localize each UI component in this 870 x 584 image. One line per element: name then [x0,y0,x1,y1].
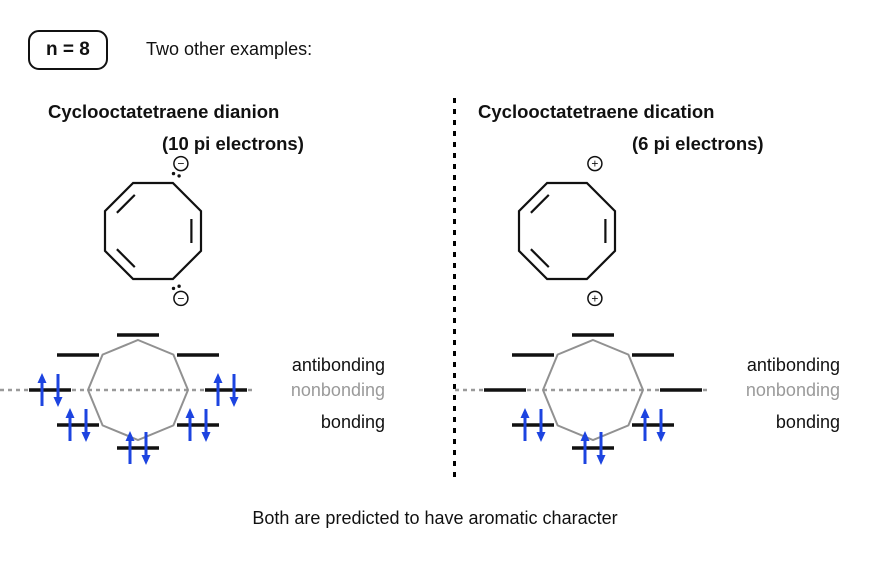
charge-sign-top: + [591,157,598,171]
electron-arrow-down [201,409,211,442]
electron-arrow-down [53,374,63,407]
lone-pair-dot [171,286,176,291]
intro-text: Two other examples: [146,39,313,59]
frost-circle-octagon [86,338,190,442]
electron-arrow-down [596,432,606,465]
panel-subtitle-dianion: (10 pi electrons) [162,133,304,154]
charge-circle-top [173,155,189,172]
antibonding-label: antibonding [292,355,385,375]
cot-ring [103,181,203,281]
charge-sign-bottom: − [177,291,184,305]
bonding-label: bonding [776,412,840,432]
n-equals-badge: n = 8 [28,30,108,70]
antibonding-label: antibonding [747,355,840,375]
panel-title-dication: Cyclooctatetraene dication [478,101,715,122]
energy-levels [29,333,247,450]
electron-arrow-up [213,373,223,406]
lone-pair-dot [177,284,181,288]
frost-mo-diagram-dianion: antibonding nonbonding bonding [0,333,385,465]
charge-sign-top: − [177,157,184,171]
charge-circle-bottom [587,290,603,307]
electron-arrow-up [185,408,195,441]
nonbonding-label: nonbonding [291,380,385,400]
double-bond-lower-left [116,248,136,268]
electron-arrow-up [520,408,530,441]
electron-arrow-up [640,408,650,441]
lone-pair-dot [171,171,176,176]
charge-sign-bottom: + [591,291,598,305]
cot-ring [517,181,617,281]
panel-subtitle-dication: (6 pi electrons) [632,133,764,154]
energy-levels [484,333,702,450]
electron-arrow-up [580,431,590,464]
charge-circle-top [587,155,603,172]
molecule-cyclooctatetraene-dication: + + [517,155,617,307]
charge-circle-bottom [173,290,189,307]
frost-circle-octagon [541,338,645,442]
frost-mo-diagram-dication: antibonding nonbonding bonding [455,333,840,465]
electron-arrow-down [656,409,666,442]
electron-arrow-up [37,373,47,406]
molecule-cyclooctatetraene-dianion: − − [103,155,203,307]
n-equals-label: n = 8 [46,39,90,60]
double-bond-upper-left [116,194,136,214]
electron-arrow-down [81,409,91,442]
footer-text: Both are predicted to have aromatic char… [252,508,618,528]
electron-arrow-up [65,408,75,441]
electron-arrow-up [125,431,135,464]
lone-pair-dot [177,174,181,178]
bonding-label: bonding [321,412,385,432]
nonbonding-label: nonbonding [746,380,840,400]
double-bond-upper-left [530,194,550,214]
double-bond-lower-left [530,248,550,268]
panel-divider-dashed-line [453,98,456,483]
electron-arrow-down [536,409,546,442]
electron-arrow-down [141,432,151,465]
panel-title-dianion: Cyclooctatetraene dianion [48,101,280,122]
electron-arrow-down [229,374,239,407]
